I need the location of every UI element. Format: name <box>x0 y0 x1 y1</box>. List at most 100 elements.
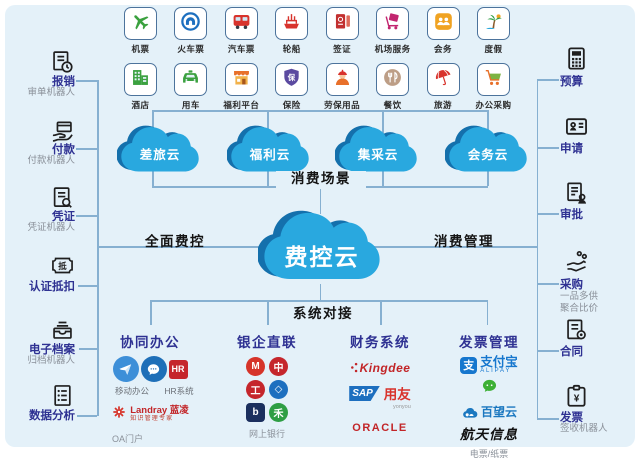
scene-cloud-label: 会务云 <box>467 148 509 162</box>
connector-line <box>76 148 97 150</box>
rail-item-sub: 一品多供 聚合比价 <box>560 291 599 314</box>
service-tile <box>224 63 258 96</box>
rail-item-label: 电子档案 <box>29 344 75 356</box>
hotel-icon <box>130 67 151 93</box>
service-label: 保险 <box>282 100 301 110</box>
service-label: 旅游 <box>434 100 453 110</box>
system-integration-label: 系统对接 <box>293 306 353 321</box>
invoice-types-caption: 电票/纸票 <box>469 449 509 459</box>
svg-text:抵: 抵 <box>58 261 67 271</box>
invoice-management-title: 发票管理 <box>459 335 519 350</box>
service-item: 轮船 <box>268 7 315 55</box>
finance-systems-title: 财务系统 <box>350 335 410 350</box>
service-tile: 保 <box>275 63 309 96</box>
service-item: 办公采购 <box>470 63 517 111</box>
service-label: 轮船 <box>282 44 301 54</box>
online-banking-caption: 网上银行 <box>248 429 285 439</box>
alipay-icon: 支 <box>460 356 478 374</box>
archive-icon <box>49 316 76 343</box>
scene-cloud: 差旅云 <box>117 120 203 180</box>
connector-line <box>536 350 559 352</box>
service-tile <box>275 7 309 40</box>
bank-direct-title: 银企直联 <box>237 335 297 350</box>
oa-portal-caption: OA门户 <box>112 434 144 444</box>
invoice-clipboard-icon: ¥ <box>563 383 590 410</box>
service-item: 签证 <box>319 7 366 55</box>
full-expense-control-label: 全面费控 <box>145 234 205 249</box>
connector-line <box>150 300 488 302</box>
service-item: 保保险 <box>268 63 315 111</box>
rail-item-label: 报销 <box>52 76 75 88</box>
connector-line <box>486 300 488 325</box>
id-card-icon <box>563 113 590 140</box>
service-label: 餐饮 <box>383 100 402 110</box>
service-tile <box>174 7 208 40</box>
service-tile <box>426 63 460 96</box>
scene-caption: 消费场景 <box>276 171 366 189</box>
service-item: 汽车票 <box>218 7 265 55</box>
connector-line <box>380 300 382 325</box>
train-ticket-icon <box>180 11 201 37</box>
service-tile <box>376 7 410 40</box>
kingdee-dots-icon <box>350 362 357 373</box>
baiwang-cloud-icon <box>463 407 478 418</box>
service-item: 机票 <box>117 7 164 55</box>
connector-line <box>78 285 97 287</box>
voucher-icon <box>49 185 76 212</box>
service-label: 福利平台 <box>223 100 260 110</box>
connector-line <box>76 215 97 217</box>
service-label: 火车票 <box>177 44 205 54</box>
cmb-bank-logo: M <box>246 357 265 376</box>
scene-cloud-label: 集采云 <box>357 148 399 162</box>
service-label: 办公采购 <box>475 100 512 110</box>
rail-item-label: 审批 <box>560 209 583 221</box>
wechat-icon <box>480 378 499 400</box>
rail-item-label: 凭证 <box>52 211 75 223</box>
expense-cloud-label: 费控云 <box>284 244 360 270</box>
scene-cloud-label: 福利云 <box>249 148 291 162</box>
dining-icon <box>382 67 403 93</box>
service-item: 餐饮 <box>369 63 416 111</box>
ccb-bank-logo: ◇ <box>269 380 288 399</box>
aisino-logo: 航天信息 <box>460 427 518 442</box>
collab-office-title: 协同办公 <box>120 335 180 350</box>
svg-text:保: 保 <box>287 72 296 82</box>
connector-line <box>97 246 272 248</box>
consumption-services-grid: 机票火车票汽车票轮船签证机场服务会务度假酒店用车福利平台保保险劳保用品餐饮旅游办… <box>117 7 517 111</box>
connector-line <box>152 110 488 112</box>
service-label: 劳保用品 <box>324 100 361 110</box>
service-tile <box>325 7 359 40</box>
bank-logo: b <box>246 403 265 422</box>
service-tile <box>426 7 460 40</box>
service-label: 签证 <box>333 44 352 54</box>
rail-item-sub: 凭证机器人 <box>27 222 75 233</box>
service-label: 会务 <box>434 44 453 54</box>
connector-line <box>536 213 559 215</box>
rail-item-label: 认证抵扣 <box>29 281 75 293</box>
service-tile <box>174 63 208 96</box>
svg-text:¥: ¥ <box>574 394 580 405</box>
connector-line <box>536 147 559 149</box>
icbc-bank-logo: 工 <box>246 380 265 399</box>
procure-hand-icon <box>563 248 590 275</box>
connector-line <box>536 79 538 419</box>
bus-icon <box>231 11 252 37</box>
service-tile <box>476 63 510 96</box>
connector-line <box>319 284 321 301</box>
boc-bank-logo: 中 <box>269 357 288 376</box>
service-tile <box>124 7 157 40</box>
connector-line <box>97 80 99 416</box>
rail-item-sub: 审单机器人 <box>27 87 75 98</box>
umbrella-travel-icon <box>433 67 454 93</box>
taxi-icon <box>180 67 201 93</box>
collab-office-group: 协同办公 HR 移动办公 HR系统 Landray 蓝凌知识管理专家 OA门户 <box>98 331 202 445</box>
service-item: 用车 <box>167 63 214 111</box>
ship-icon <box>281 11 302 37</box>
connector-line <box>319 186 321 214</box>
scene-cloud: 福利云 <box>227 120 313 180</box>
service-label: 酒店 <box>131 100 150 110</box>
yonyou-logo: 用友 <box>383 387 411 402</box>
shop-icon <box>231 67 252 93</box>
